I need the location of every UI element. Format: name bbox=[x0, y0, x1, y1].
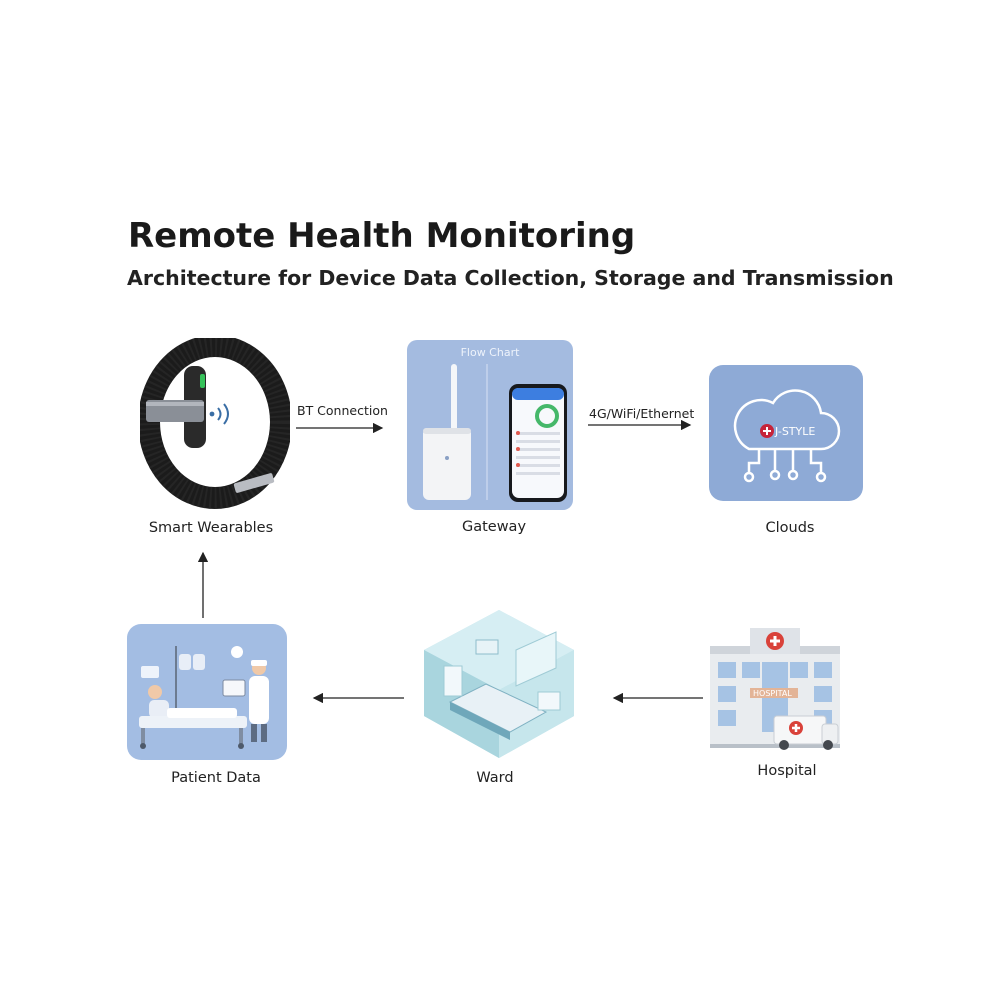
hospital-label: Hospital bbox=[757, 763, 817, 779]
ward-room-icon bbox=[424, 610, 574, 758]
patient-data-node bbox=[127, 624, 287, 760]
smart-wearables-node bbox=[138, 335, 292, 510]
smartband-icon bbox=[138, 335, 292, 509]
gateway-node: Flow Chart bbox=[407, 340, 573, 510]
patient-bed-icon bbox=[139, 646, 269, 749]
ward-node bbox=[420, 606, 578, 764]
edge-label-network: 4G/WiFi/Ethernet bbox=[589, 406, 695, 421]
clouds-label: Clouds bbox=[765, 520, 815, 536]
cloud-logo-text: J-STYLE bbox=[774, 425, 815, 438]
smart-wearables-label: Smart Wearables bbox=[148, 520, 274, 536]
diagram-subtitle: Architecture for Device Data Collection,… bbox=[127, 266, 894, 290]
gateway-label: Gateway bbox=[461, 519, 527, 535]
hospital-building-icon: HOSPITAL bbox=[710, 628, 840, 750]
cloud-icon: J-STYLE bbox=[733, 389, 841, 483]
patient-data-label: Patient Data bbox=[171, 770, 261, 786]
gateway-panel-title: Flow Chart bbox=[460, 346, 520, 359]
hospital-node: HOSPITAL bbox=[710, 624, 842, 754]
hospital-sign-text: HOSPITAL bbox=[753, 689, 792, 698]
clouds-node: J-STYLE bbox=[709, 365, 863, 501]
edge-label-bt: BT Connection bbox=[297, 403, 388, 418]
diagram-title: Remote Health Monitoring bbox=[128, 216, 636, 256]
gateway-router-icon bbox=[423, 364, 567, 502]
ward-label: Ward bbox=[476, 770, 514, 786]
